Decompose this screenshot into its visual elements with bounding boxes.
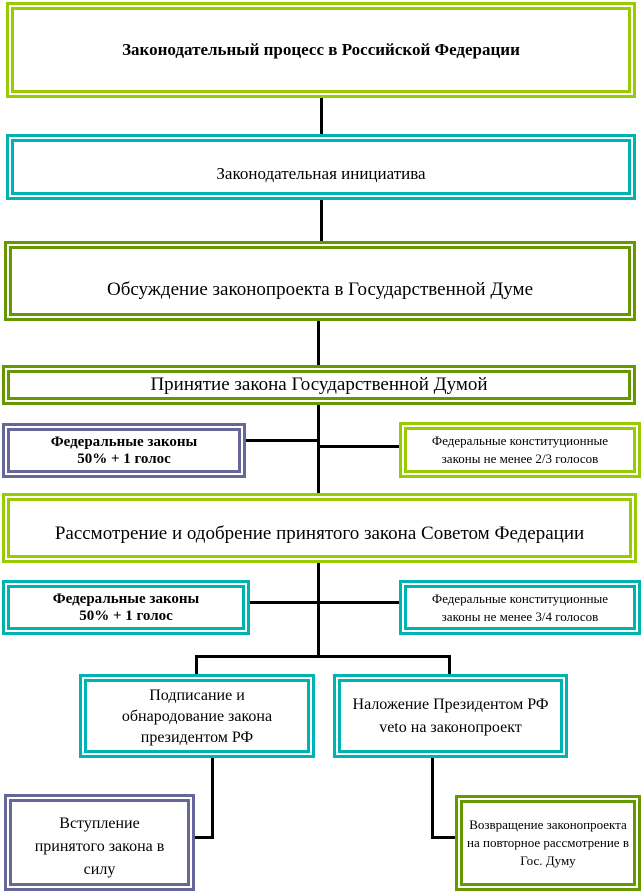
connector [211,755,214,839]
connector [247,601,401,604]
initiative-label: Законодательная инициатива [216,164,426,183]
signing-label: Подписание и обнародование закона презид… [121,686,273,746]
veto-box: Наложение Президентом РФ veto на законоп… [333,674,568,758]
label: Федеральные конституционные [431,433,609,448]
return-label: Возвращение законопроекта на повторное р… [467,817,629,868]
connector [318,445,401,448]
connector [317,560,320,658]
connector [244,439,320,442]
connector [192,836,214,839]
signing-box: Подписание и обнародование закона презид… [79,674,315,758]
duma-adoption-box: Принятие закона Государственной Думой [2,365,636,405]
initiative-box: Законодательная инициатива [6,134,636,200]
label: Федеральные законы [50,433,198,450]
label: Федеральные законы [52,590,200,607]
label: законы не менее 2/3 голосов [441,451,599,466]
connector [431,755,434,839]
connector [448,655,451,676]
connector [320,198,323,243]
duma-constitutional-laws-box: Федеральные конституционные законы не мен… [399,422,641,478]
connector [317,319,320,367]
council-constitutional-laws-box: Федеральные конституционные законы не мен… [399,580,641,635]
entry-into-force-label: Вступление принятого закона в силу [34,815,165,878]
entry-into-force-box: Вступление принятого закона в силу [4,794,195,891]
discussion-box: Обсуждение законопроекта в Государственн… [4,241,636,321]
connector [195,655,451,658]
title: Законодательный процесс в Российской Фед… [122,40,520,59]
veto-label: Наложение Президентом РФ veto на законоп… [352,696,549,736]
discussion-label: Обсуждение законопроекта в Государственн… [106,279,533,300]
return-box: Возвращение законопроекта на повторное р… [455,795,641,891]
duma-adoption-label: Принятие закона Государственной Думой [150,374,488,395]
connector [317,403,320,495]
title-box: Законодательный процесс в Российской Фед… [6,2,636,98]
connector [195,655,198,676]
label: Федеральные конституционные [431,590,609,606]
connector [320,95,323,136]
connector [431,836,457,839]
label: 50% + 1 голос [79,607,173,624]
federation-council-label: Рассмотрение и одобрение принятого закон… [54,523,585,544]
federation-council-box: Рассмотрение и одобрение принятого закон… [2,493,637,563]
label: законы не менее 3/4 голосов [441,608,599,624]
label: 50% + 1 голос [77,450,171,467]
